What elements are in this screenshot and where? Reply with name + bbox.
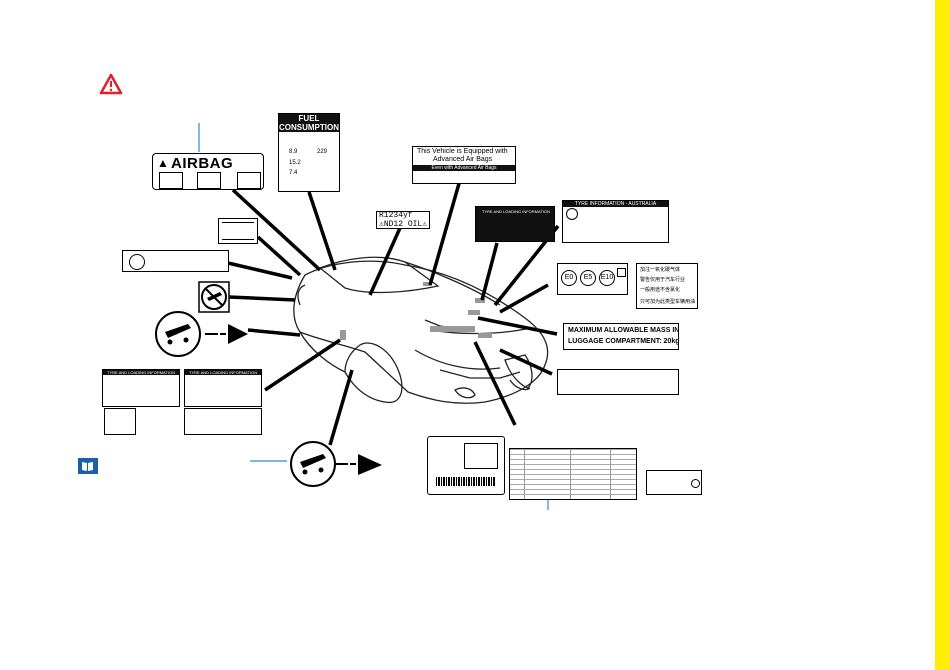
yellow-edge-bar: [935, 0, 950, 670]
tyre-australia-title: TYRE INFORMATION - AUSTRALIA: [563, 201, 668, 207]
chinese-fuel-label: 加注一氧化碳气体 警告仅用于汽车行业 一般用途不含氯化 只可加为此类型车辆用油: [636, 263, 698, 309]
luggage-line1: MAXIMUM ALLOWABLE MASS IN: [568, 327, 680, 334]
no-jack-prohibited-icon: [198, 281, 230, 313]
tyre-left-title: TYRE AND LOADING INFORMATION: [103, 370, 179, 375]
jack-point-icon: [290, 441, 336, 487]
advanced-airbag-line3: Even with Advanced Air Bags: [413, 165, 515, 171]
barcode-label: [427, 436, 505, 495]
small-warning-label: [104, 408, 136, 435]
warning-triangle-icon: ▲: [157, 156, 169, 170]
luggage-line2: LUGGAGE COMPARTMENT: 20kg: [568, 338, 680, 345]
advanced-airbag-line1: This Vehicle is Equipped with: [417, 148, 508, 155]
manual-book-icon: [78, 458, 98, 474]
airbag-deploy-icon: [197, 172, 221, 189]
barcode-blank-box: [464, 443, 498, 469]
tyre-loading-label-left: TYRE AND LOADING INFORMATION: [102, 369, 180, 407]
tyre-loading-label-right: TYRE AND LOADING INFORMATION: [184, 369, 262, 407]
arabic-tyre-label: [184, 408, 262, 435]
vin-table-divider: [570, 449, 571, 499]
fuel-value: 7.4: [289, 170, 298, 176]
warning-icon: [99, 73, 123, 95]
refrigerant-line1: R1234yf: [379, 211, 413, 220]
car-label-marker: [430, 326, 475, 332]
logo-label: [122, 250, 229, 272]
advanced-airbag-label: This Vehicle is Equipped with Advanced A…: [412, 146, 516, 184]
car-label-marker: [478, 333, 492, 338]
lotus-logo-icon: [566, 208, 578, 220]
tyre-dark-title: TYRE AND LOADING INFORMATION: [482, 209, 550, 214]
car-label-marker: [468, 310, 480, 315]
fuel-title-line1: FUEL: [279, 114, 339, 123]
tyre-loading-dark-label: TYRE AND LOADING INFORMATION: [475, 206, 555, 242]
vin-table-label: [509, 448, 637, 500]
fuel-value: 8.9: [289, 149, 298, 155]
fuel-pump-icon: [617, 268, 626, 277]
jack-arrow-upper: [205, 324, 301, 344]
fuel-badge-e5: E5: [580, 270, 596, 286]
car-outline: [293, 256, 549, 404]
car-label-marker: [475, 298, 485, 303]
chinese-line: 一般用途不含氯化: [640, 287, 681, 293]
chinese-line: 只可加为此类型车辆用油: [640, 299, 696, 305]
jack-point-icon: [155, 311, 201, 357]
manufacturer-label: [646, 470, 702, 495]
vin-table-divider: [524, 449, 525, 499]
advanced-airbag-line2: Advanced Air Bags: [433, 156, 493, 163]
tyre-australia-label: TYRE INFORMATION - AUSTRALIA: [562, 200, 669, 243]
lotus-logo-icon: [691, 479, 700, 488]
car-label-marker: [423, 282, 431, 286]
fuel-badge-e10: E10: [599, 270, 615, 286]
warning-small-lines: [222, 222, 254, 240]
fuel-title-line2: CONSUMPTION: [279, 123, 339, 132]
fuel-consumption-label: FUEL CONSUMPTION 8.9 229 15.2 7.4: [278, 113, 340, 192]
jack-arrow-lower: [336, 454, 382, 475]
refrigerant-line2: ⚠ND12 OIL⚠: [379, 220, 428, 229]
refrigerant-label: R1234yf ⚠ND12 OIL⚠: [376, 211, 430, 229]
chinese-line: 加注一氧化碳气体: [640, 267, 681, 273]
leader-lines: [227, 179, 560, 446]
manual-icon: [237, 172, 261, 189]
warning-small-label: [218, 218, 258, 244]
fuel-badge-e0: E0: [561, 270, 577, 286]
tyre-left-title: TYRE AND LOADING INFORMATION: [185, 370, 261, 375]
lotus-logo-icon: [129, 254, 145, 270]
blank-label: [557, 369, 679, 395]
vin-table-divider: [610, 449, 611, 499]
fuel-value: 229: [317, 149, 328, 155]
airbag-title: AIRBAG: [171, 155, 234, 172]
luggage-mass-label: MAXIMUM ALLOWABLE MASS IN LUGGAGE COMPAR…: [563, 323, 680, 350]
chinese-line: 警告仅用于汽车行业: [640, 277, 686, 283]
car-label-marker: [340, 330, 346, 340]
airbag-label: AIRBAG ▲: [152, 153, 264, 190]
fuel-value: 15.2: [289, 160, 301, 166]
barcode-icon: [436, 477, 496, 486]
child-seat-icon: [159, 172, 183, 189]
fuel-compat-label: E0 E5 E10: [557, 263, 628, 295]
